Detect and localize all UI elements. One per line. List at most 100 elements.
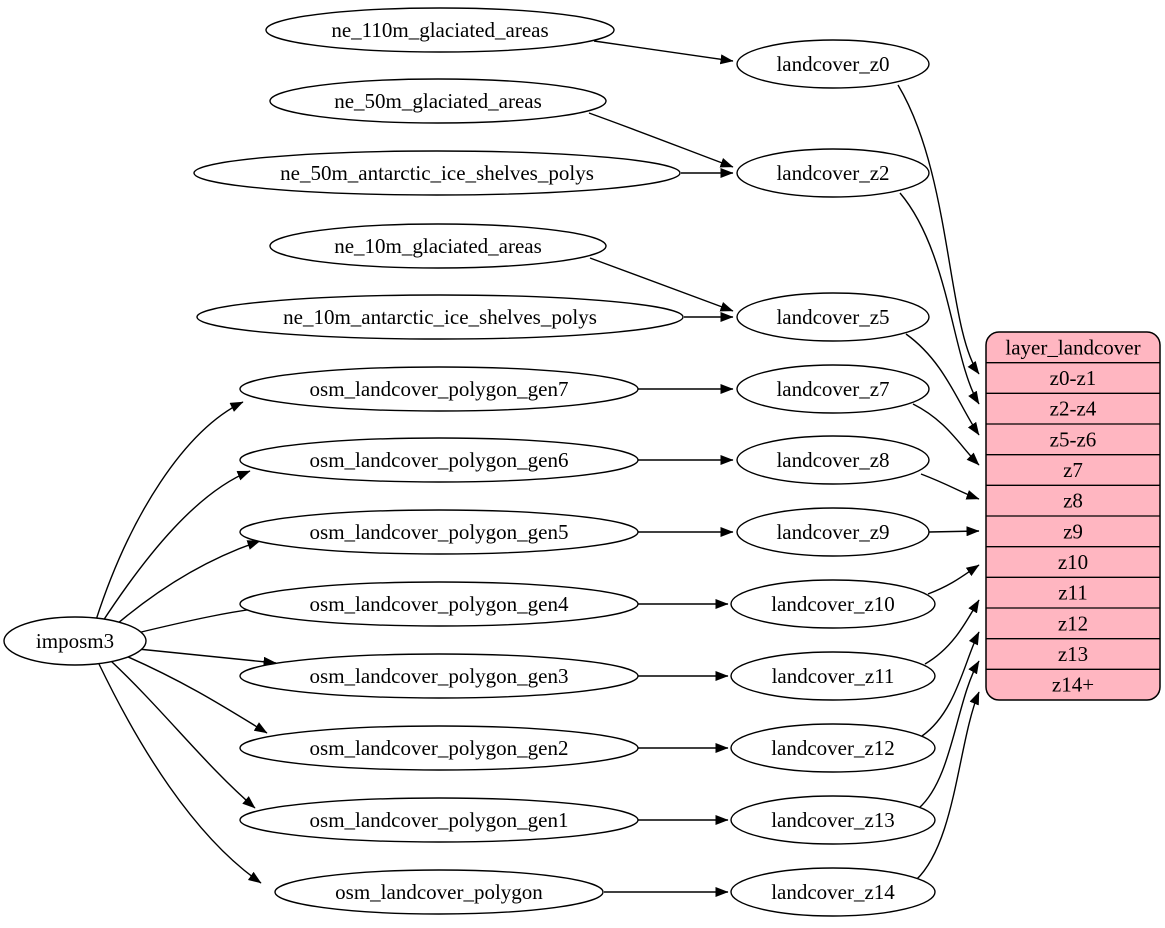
ne-10m-antarctic-ice-shelves-polys-label: ne_10m_antarctic_ice_shelves_polys bbox=[283, 305, 597, 329]
node-osm-landcover-polygon: osm_landcover_polygon bbox=[274, 869, 604, 915]
osm-landcover-polygon-ellipse bbox=[274, 869, 604, 915]
edge-z2-to-row-z2z4 bbox=[899, 192, 980, 405]
ne-110m-glaciated-areas-ellipse bbox=[265, 7, 615, 53]
osm-landcover-polygon-gen3-label: osm_landcover_polygon_gen3 bbox=[310, 664, 569, 688]
landcover-z14-label: landcover_z14 bbox=[771, 880, 895, 904]
node-ne-110m-glaciated-areas: ne_110m_glaciated_areas bbox=[265, 7, 615, 53]
record-row-z8: z8 bbox=[1063, 489, 1083, 513]
osm-landcover-polygon-gen2-label: osm_landcover_polygon_gen2 bbox=[310, 736, 569, 760]
layer-landcover-title: layer_landcover bbox=[1005, 336, 1140, 360]
osm-landcover-polygon-gen5-ellipse bbox=[239, 509, 639, 555]
record-row-z7: z7 bbox=[1063, 458, 1083, 482]
edge-ne50m-glac-to-z2 bbox=[588, 112, 734, 168]
edge-ne110m-to-z0 bbox=[593, 40, 734, 65]
node-osm-landcover-polygon-gen1: osm_landcover_polygon_gen1 bbox=[239, 797, 639, 843]
node-ne-10m-antarctic-ice-shelves-polys: ne_10m_antarctic_ice_shelves_polys bbox=[196, 294, 684, 340]
edge-imposm3-to-gen6 bbox=[100, 470, 251, 625]
landcover-z7-ellipse bbox=[736, 364, 930, 414]
ne-10m-glaciated-areas-ellipse bbox=[269, 223, 607, 269]
ne-10m-antarctic-ice-shelves-polys-ellipse bbox=[196, 294, 684, 340]
node-landcover-z9: landcover_z9 bbox=[736, 507, 930, 557]
edge-z10-to-row-z10 bbox=[927, 564, 980, 595]
landcover-z10-ellipse bbox=[730, 579, 936, 629]
node-osm-landcover-polygon-gen5: osm_landcover_polygon_gen5 bbox=[239, 509, 639, 555]
imposm3-ellipse bbox=[3, 616, 147, 666]
record-row-z10: z10 bbox=[1058, 550, 1088, 574]
landcover-z0-label: landcover_z0 bbox=[776, 52, 889, 76]
edge-z11-to-row-z11 bbox=[924, 599, 980, 665]
osm-landcover-polygon-gen3-ellipse bbox=[239, 653, 639, 699]
node-osm-landcover-polygon-gen3: osm_landcover_polygon_gen3 bbox=[239, 653, 639, 699]
landcover-z13-ellipse bbox=[730, 795, 936, 845]
landcover-z8-label: landcover_z8 bbox=[776, 448, 889, 472]
landcover-z0-ellipse bbox=[736, 39, 930, 89]
edge-z0-to-row-z0z1 bbox=[897, 84, 980, 375]
edge-imposm3-to-polygon bbox=[98, 663, 262, 884]
ne-110m-glaciated-areas-label: ne_110m_glaciated_areas bbox=[331, 18, 548, 42]
record-row-z2-z4: z2-z4 bbox=[1050, 397, 1097, 421]
osm-landcover-polygon-gen4-label: osm_landcover_polygon_gen4 bbox=[310, 592, 569, 616]
node-ne-50m-glaciated-areas: ne_50m_glaciated_areas bbox=[269, 78, 607, 124]
landcover-z13-label: landcover_z13 bbox=[771, 808, 895, 832]
ne-50m-glaciated-areas-label: ne_50m_glaciated_areas bbox=[334, 89, 542, 113]
landcover-z5-label: landcover_z5 bbox=[776, 305, 889, 329]
edge-z9-to-row-z9 bbox=[928, 526, 980, 537]
landcover-z9-ellipse bbox=[736, 507, 930, 557]
ne-10m-glaciated-areas-label: ne_10m_glaciated_areas bbox=[334, 234, 542, 258]
ne-50m-antarctic-ice-shelves-polys-label: ne_50m_antarctic_ice_shelves_polys bbox=[280, 161, 594, 185]
node-landcover-z10: landcover_z10 bbox=[730, 579, 936, 629]
record-row-z5-z6: z5-z6 bbox=[1050, 427, 1097, 451]
landcover-z2-ellipse bbox=[736, 148, 930, 198]
osm-landcover-polygon-gen7-ellipse bbox=[239, 366, 639, 412]
record-row-z9: z9 bbox=[1063, 519, 1083, 543]
imposm3-label: imposm3 bbox=[36, 629, 114, 653]
landcover-z2-label: landcover_z2 bbox=[776, 161, 889, 185]
landcover-z11-label: landcover_z11 bbox=[772, 664, 895, 688]
landcover-z12-label: landcover_z12 bbox=[771, 736, 895, 760]
edges bbox=[95, 40, 980, 897]
edge-imposm3-to-gen3 bbox=[137, 648, 277, 667]
osm-landcover-polygon-gen7-label: osm_landcover_polygon_gen7 bbox=[310, 377, 569, 401]
osm-landcover-polygon-gen5-label: osm_landcover_polygon_gen5 bbox=[310, 520, 569, 544]
node-ne-50m-antarctic-ice-shelves-polys: ne_50m_antarctic_ice_shelves_polys bbox=[193, 150, 681, 196]
node-landcover-z7: landcover_z7 bbox=[736, 364, 930, 414]
edge-ne10m-glac-to-z5 bbox=[589, 257, 734, 312]
node-landcover-z13: landcover_z13 bbox=[730, 795, 936, 845]
landcover-z10-label: landcover_z10 bbox=[771, 592, 895, 616]
landcover-z5-ellipse bbox=[736, 292, 930, 342]
ne-50m-antarctic-ice-shelves-polys-ellipse bbox=[193, 150, 681, 196]
edge-z8-to-row-z8 bbox=[920, 473, 980, 500]
node-landcover-z0: landcover_z0 bbox=[736, 39, 930, 89]
osm-landcover-polygon-gen6-ellipse bbox=[239, 437, 639, 483]
record-row-z0-z1: z0-z1 bbox=[1050, 366, 1097, 390]
node-landcover-z12: landcover_z12 bbox=[730, 723, 936, 773]
node-osm-landcover-polygon-gen7: osm_landcover_polygon_gen7 bbox=[239, 366, 639, 412]
landcover-z8-ellipse bbox=[736, 435, 930, 485]
edge-z7-to-row-z7 bbox=[912, 403, 980, 466]
edge-z13-to-row-z13 bbox=[918, 660, 980, 809]
node-landcover-z8: landcover_z8 bbox=[736, 435, 930, 485]
node-ne-10m-glaciated-areas: ne_10m_glaciated_areas bbox=[269, 223, 607, 269]
record-row-z11: z11 bbox=[1058, 581, 1088, 605]
node-landcover-z14: landcover_z14 bbox=[730, 867, 936, 917]
osm-landcover-polygon-label: osm_landcover_polygon bbox=[335, 880, 543, 904]
record-row-z14plus: z14+ bbox=[1052, 673, 1094, 697]
landcover-z9-label: landcover_z9 bbox=[776, 520, 889, 544]
landcover-z11-ellipse bbox=[730, 651, 936, 701]
edge-z14-to-row-z14 bbox=[915, 691, 980, 881]
ne-50m-glaciated-areas-ellipse bbox=[269, 78, 607, 124]
osm-landcover-polygon-gen6-label: osm_landcover_polygon_gen6 bbox=[310, 448, 569, 472]
record-row-z13: z13 bbox=[1058, 642, 1088, 666]
node-osm-landcover-polygon-gen4: osm_landcover_polygon_gen4 bbox=[239, 581, 639, 627]
landcover-z14-ellipse bbox=[730, 867, 936, 917]
record-row-z12: z12 bbox=[1058, 611, 1088, 635]
landcover-z7-label: landcover_z7 bbox=[776, 377, 889, 401]
osm-landcover-polygon-gen4-ellipse bbox=[239, 581, 639, 627]
edge-z5-to-row-z5z6 bbox=[905, 333, 980, 436]
node-landcover-z2: landcover_z2 bbox=[736, 148, 930, 198]
edge-z12-to-row-z12 bbox=[921, 631, 980, 737]
node-landcover-z11: landcover_z11 bbox=[730, 651, 936, 701]
node-osm-landcover-polygon-gen6: osm_landcover_polygon_gen6 bbox=[239, 437, 639, 483]
